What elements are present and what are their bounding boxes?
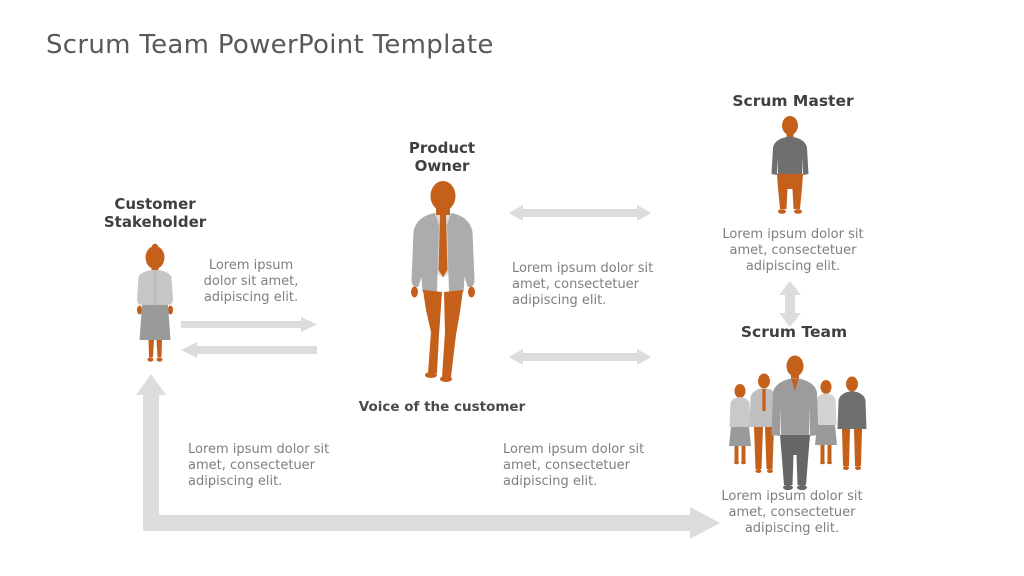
customer-stakeholder-note: Lorem ipsum dolor sit amet, adipiscing e…	[203, 258, 299, 306]
person-woman-icon	[136, 243, 174, 362]
feedback-loop-arrow-icon	[130, 370, 730, 540]
customer-stakeholder-label: Customer Stakeholder	[103, 195, 207, 231]
product-owner-figure	[399, 180, 487, 382]
feedback-left-note: Lorem ipsum dolor sit amet, consectetuer…	[188, 442, 330, 490]
double-arrow-po-scrum-team-icon	[509, 349, 651, 365]
scrum-team-figure	[718, 347, 872, 492]
feedback-middle-note: Lorem ipsum dolor sit amet, consectetuer…	[503, 442, 645, 490]
double-arrow-po-scrum-master-icon	[509, 205, 651, 221]
double-arrow-master-team-icon	[779, 281, 801, 327]
po-scrum-exchange-note: Lorem ipsum dolor sit amet, consectetuer…	[512, 261, 654, 309]
person-man-walking-icon	[411, 181, 475, 382]
customer-stakeholder-figure	[126, 243, 184, 365]
scrum-master-figure	[763, 116, 817, 216]
product-owner-label: Product Owner	[408, 139, 476, 175]
scrum-team-label: Scrum Team	[740, 323, 848, 341]
people-group-icon	[729, 355, 867, 491]
voice-of-customer-caption: Voice of the customer	[358, 399, 526, 415]
person-man-arms-crossed-icon	[771, 116, 809, 214]
scrum-master-note: Lorem ipsum dolor sit amet, consectetuer…	[722, 227, 864, 275]
arrow-po-to-stakeholder-icon	[181, 342, 317, 358]
page-title: Scrum Team PowerPoint Template	[46, 30, 494, 60]
scrum-team-note: Lorem ipsum dolor sit amet, consectetuer…	[721, 489, 863, 537]
scrum-master-label: Scrum Master	[732, 92, 854, 110]
arrow-stakeholder-to-po-icon	[181, 317, 317, 332]
